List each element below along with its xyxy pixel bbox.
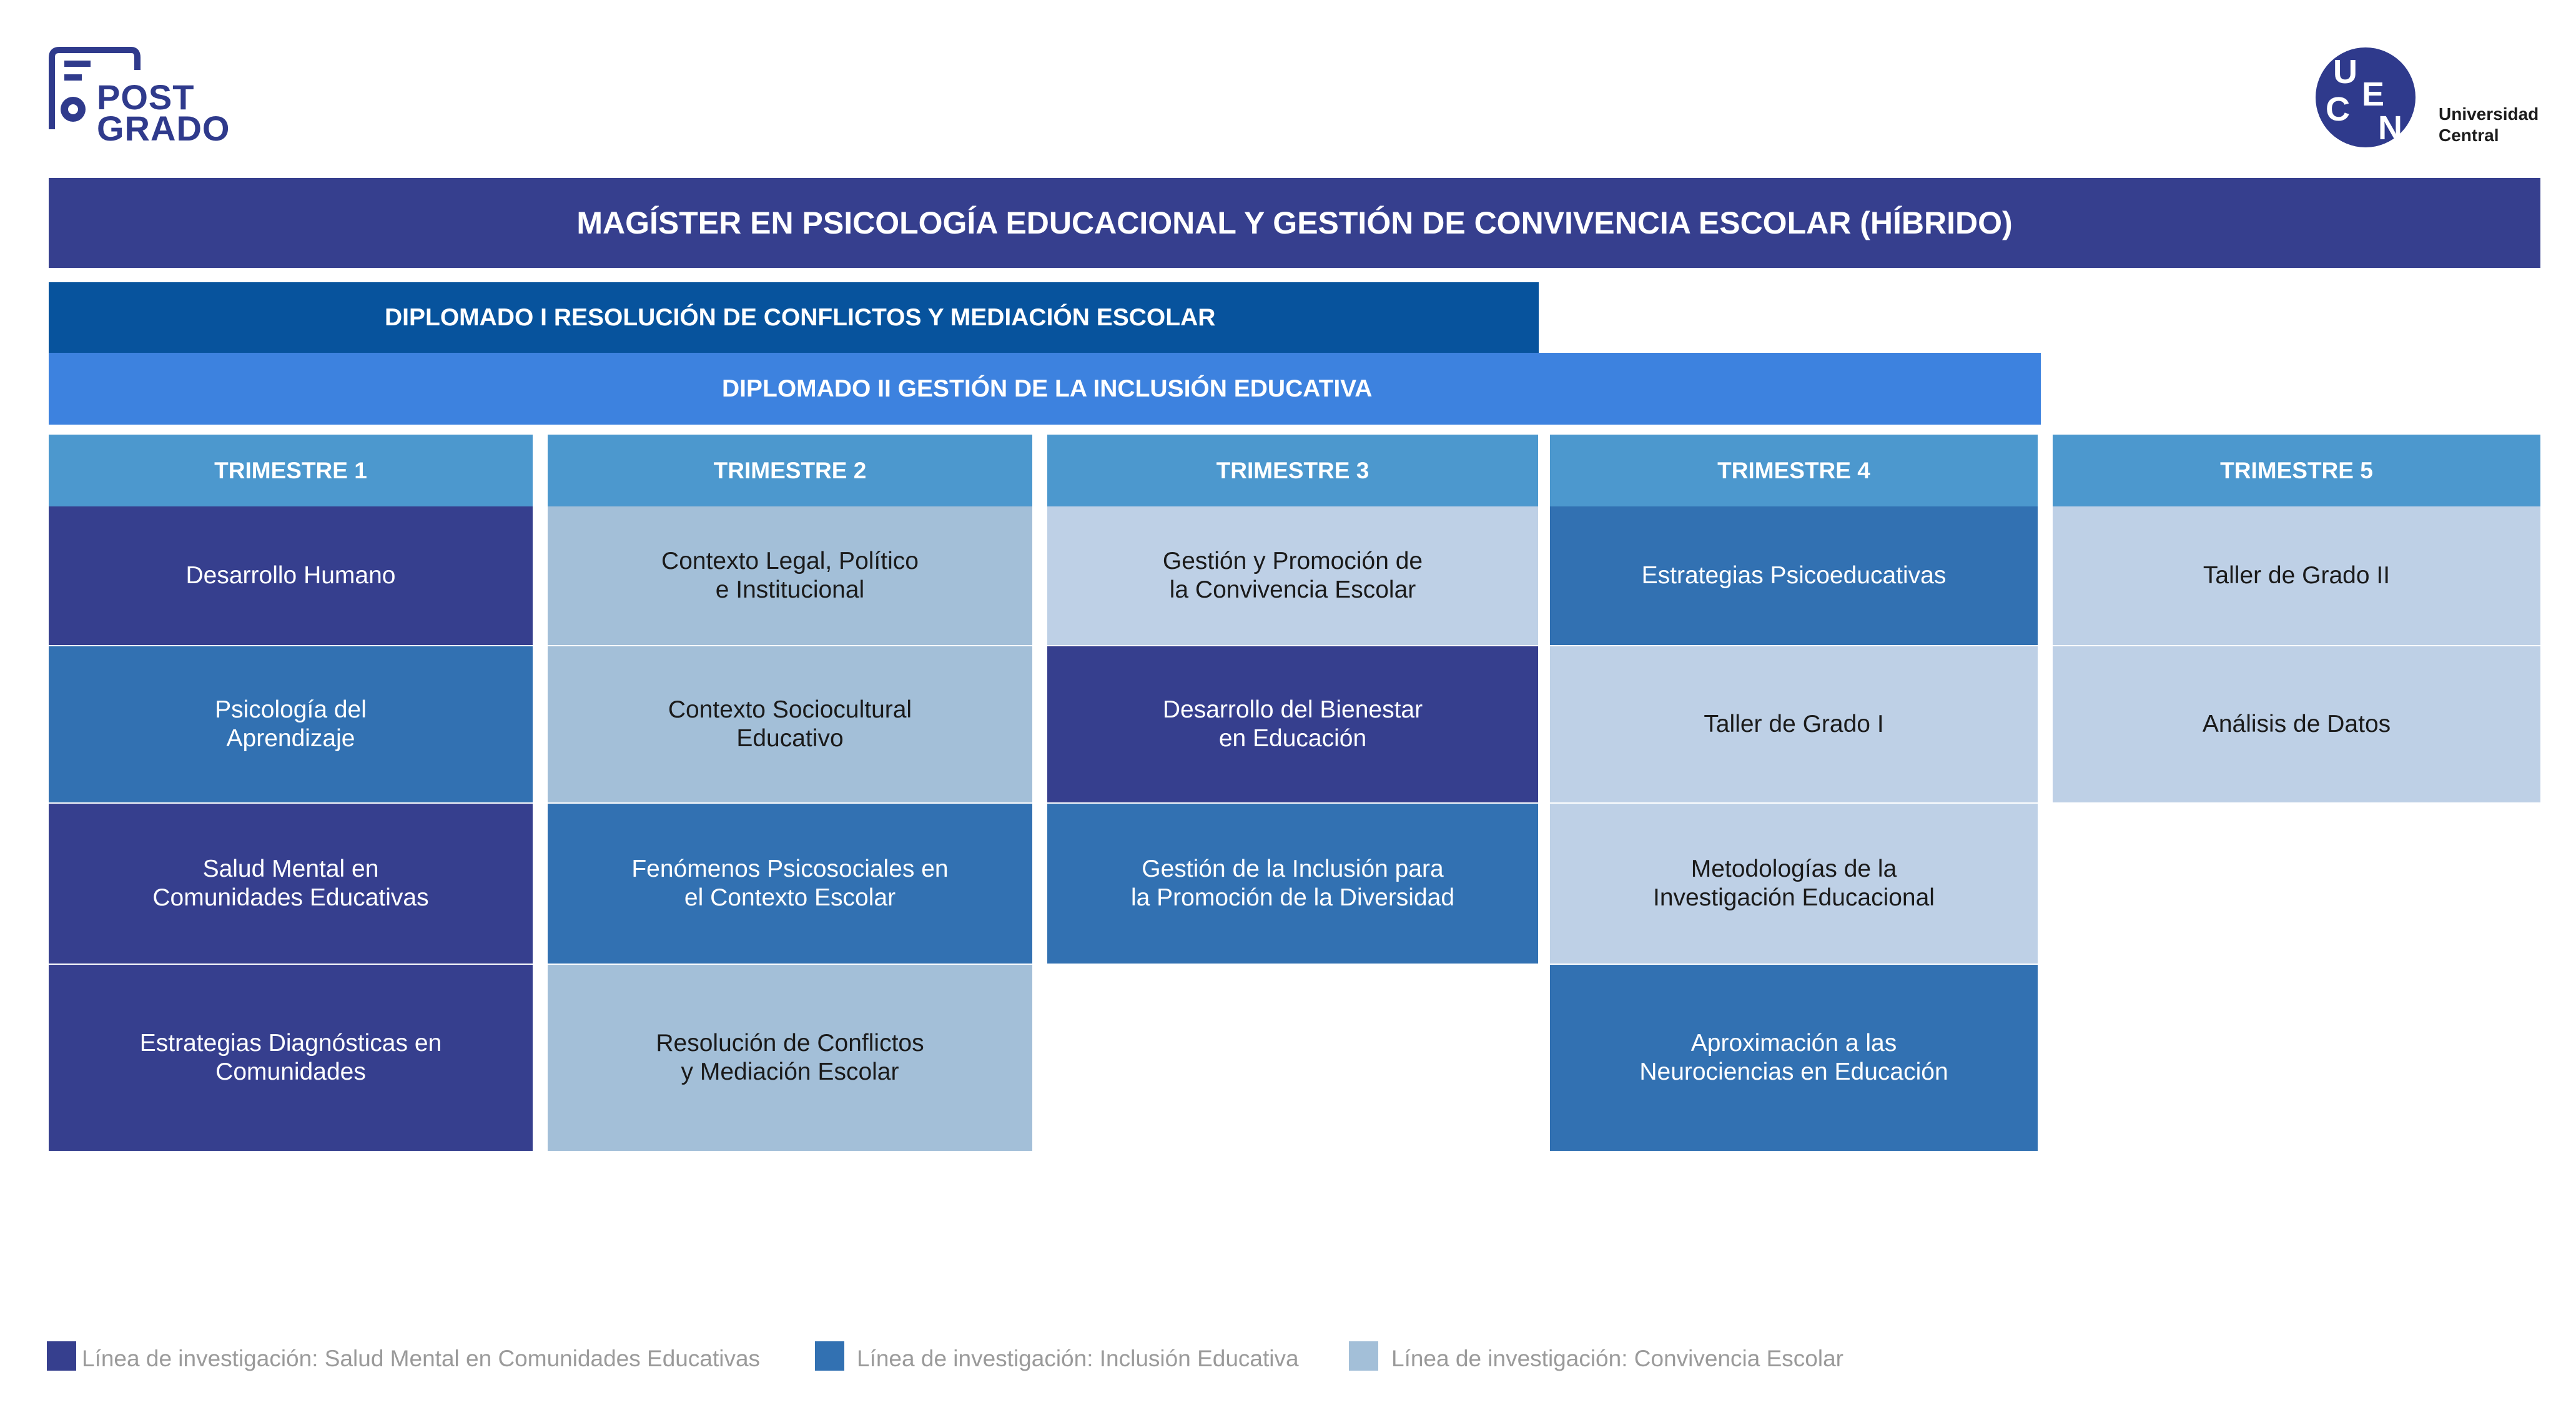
course-cell: Desarrollo Humano <box>49 506 533 645</box>
course-cell: Aproximación a las Neurociencias en Educ… <box>1550 965 2038 1151</box>
course-cell: Metodologías de la Investigación Educaci… <box>1550 804 2038 964</box>
ucen-letter-c: C <box>2326 91 2350 128</box>
course-cell: Contexto Legal, Político e Institucional <box>548 506 1032 645</box>
course-cell: Gestión de la Inclusión para la Promoció… <box>1047 804 1538 964</box>
course-cell: Taller de Grado II <box>2053 506 2540 645</box>
trimestre-4-header: TRIMESTRE 4 <box>1550 435 2038 506</box>
course-cell: Fenómenos Psicosociales en el Contexto E… <box>548 804 1032 964</box>
postgrado-line2: GRADO <box>97 109 230 148</box>
postgrado-logo: POST GRADO <box>47 45 234 146</box>
ucen-name-line1: Universidad <box>2439 104 2539 124</box>
legend-swatch <box>47 1341 76 1371</box>
legend-label: Línea de investigación: Salud Mental en … <box>82 1346 761 1371</box>
course-cell: Desarrollo del Bienestar en Educación <box>1047 646 1538 802</box>
trimestre-1-header: TRIMESTRE 1 <box>49 435 533 506</box>
course-cell: Psicología del Aprendizaje <box>49 646 533 802</box>
legend-label: Línea de investigación: Inclusión Educat… <box>857 1346 1299 1371</box>
certificate-icon <box>49 47 141 129</box>
diplomado-1-bar: DIPLOMADO I RESOLUCIÓN DE CONFLICTOS Y M… <box>49 282 1539 353</box>
legend-label: Línea de investigación: Convivencia Esco… <box>1391 1346 1843 1371</box>
trimestre-2-header: TRIMESTRE 2 <box>548 435 1032 506</box>
legend-swatch <box>1349 1341 1378 1371</box>
course-cell: Taller de Grado I <box>1550 646 2038 802</box>
ucen-letter-n: N <box>2378 109 2402 147</box>
ucen-logo: U C E N Universidad Central <box>2311 45 2560 151</box>
ucen-letter-e: E <box>2362 76 2385 113</box>
course-cell: Estrategias Diagnósticas en Comunidades <box>49 965 533 1151</box>
ucen-name-line2: Central <box>2439 126 2499 145</box>
postgrado-line1: POST <box>97 77 195 117</box>
legend-swatch <box>815 1341 844 1371</box>
course-cell: Estrategias Psicoeducativas <box>1550 506 2038 645</box>
course-cell: Análisis de Datos <box>2053 646 2540 802</box>
trimestre-3-header: TRIMESTRE 3 <box>1047 435 1538 506</box>
course-cell: Contexto Sociocultural Educativo <box>548 646 1032 802</box>
trimestre-5-header: TRIMESTRE 5 <box>2053 435 2540 506</box>
program-title: MAGÍSTER EN PSICOLOGÍA EDUCACIONAL Y GES… <box>49 178 2540 268</box>
course-cell: Gestión y Promoción de la Convivencia Es… <box>1047 506 1538 645</box>
course-cell: Resolución de Conflictos y Mediación Esc… <box>548 965 1032 1151</box>
diplomado-2-bar: DIPLOMADO II GESTIÓN DE LA INCLUSIÓN EDU… <box>49 353 2041 425</box>
ucen-letter-u: U <box>2333 53 2357 91</box>
course-cell: Salud Mental en Comunidades Educativas <box>49 804 533 964</box>
ucen-circle: U C E N <box>2316 47 2416 147</box>
